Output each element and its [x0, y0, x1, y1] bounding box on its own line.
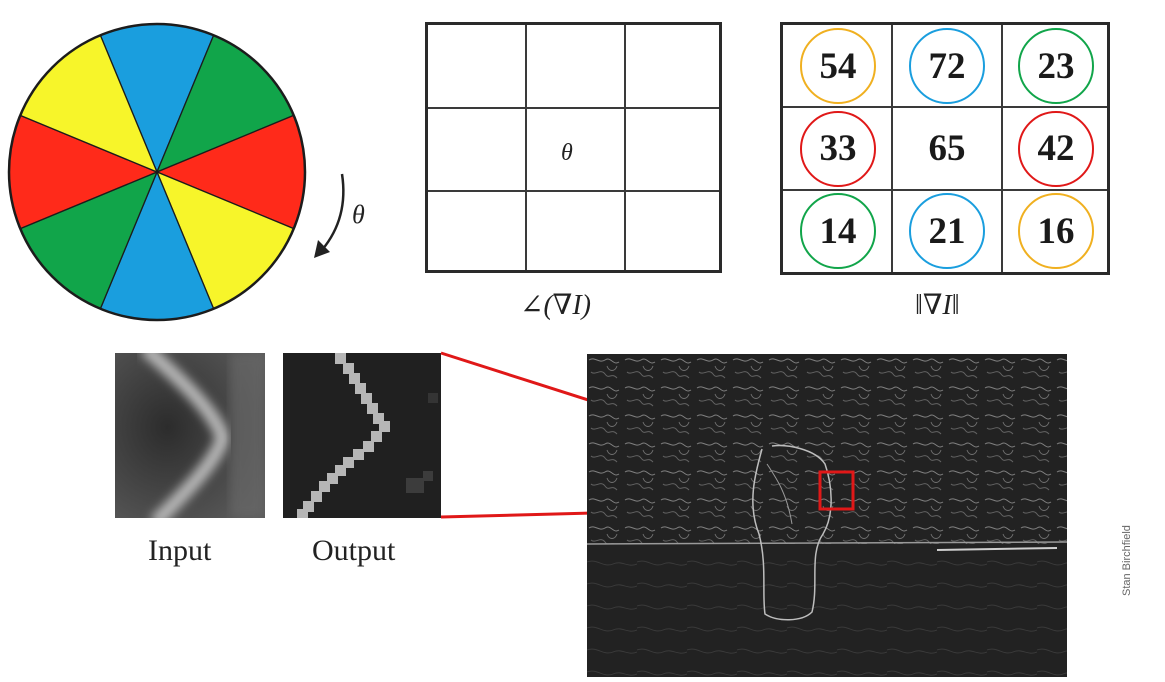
magnitude-value: 72	[928, 45, 966, 87]
magnitude-caption: ‖∇I‖	[915, 290, 960, 321]
angle-grid-theta: θ	[561, 140, 573, 166]
angle-grid	[425, 22, 722, 273]
magnitude-value: 54	[819, 45, 857, 87]
angle-caption: ∠(∇I)	[520, 290, 591, 321]
magnitude-cell: 21	[892, 190, 1002, 272]
magnitude-ring-blue	[909, 193, 985, 269]
magnitude-cell: 72	[892, 25, 1002, 107]
magnitude-cell: 23	[1001, 25, 1111, 107]
output-patch	[283, 353, 441, 518]
zoom-region-box	[818, 470, 855, 511]
wheel-outline	[7, 22, 307, 322]
magnitude-ring-red	[1018, 110, 1094, 187]
magnitude-value: 14	[819, 210, 857, 252]
magnitude-value: 16	[1037, 210, 1075, 252]
input-label: Input	[148, 534, 212, 567]
magnitude-value: 33	[819, 128, 857, 169]
magnitude-cell: 33	[783, 108, 893, 190]
magnitude-value: 23	[1037, 45, 1075, 87]
magnitude-value: 65	[928, 128, 966, 169]
image-credit: Stan Birchfield	[1121, 525, 1133, 596]
edge-magnitude-image	[587, 354, 1067, 677]
magnitude-ring-red	[800, 110, 876, 187]
magnitude-cell: 42	[1001, 108, 1111, 190]
magnitude-ring-green	[1018, 28, 1094, 104]
magnitude-cell: 14	[783, 190, 893, 272]
magnitude-cell: 54	[783, 25, 893, 107]
input-patch	[115, 353, 265, 518]
magnitude-cell: 16	[1001, 190, 1111, 272]
wheel-theta-label: θ	[352, 200, 365, 229]
magnitude-ring-green	[800, 193, 876, 269]
magnitude-ring-orange	[800, 28, 876, 104]
magnitude-value: 21	[928, 210, 966, 252]
magnitude-value: 42	[1037, 128, 1075, 169]
magnitude-grid: 54 72 23 33 65 42 14 21 16	[780, 22, 1110, 275]
output-label: Output	[312, 534, 396, 567]
magnitude-cell: 65	[892, 108, 1002, 190]
magnitude-ring-blue	[909, 28, 985, 104]
color-wheel	[7, 22, 307, 322]
rotation-arrow-icon	[314, 173, 345, 258]
magnitude-ring-orange	[1018, 193, 1094, 269]
